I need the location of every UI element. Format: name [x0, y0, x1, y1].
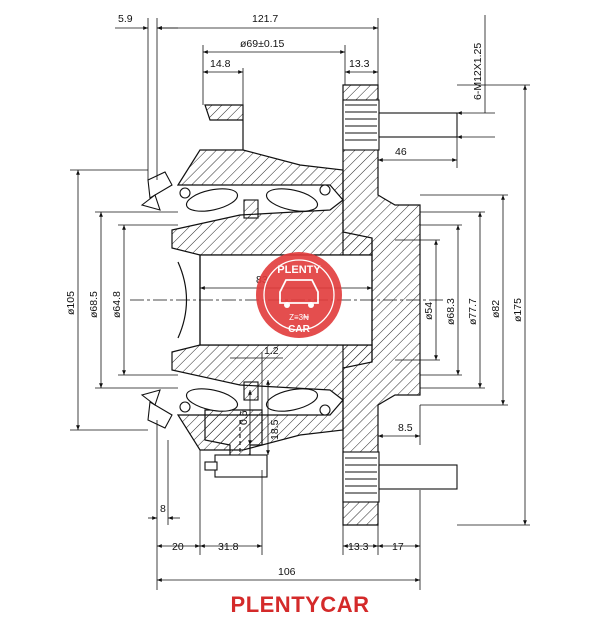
stamp-bottom-text: CAR [288, 324, 310, 335]
dim-0-5: 0.5 [238, 410, 250, 425]
dim-31-8: 31.8 [218, 541, 239, 553]
stamp-center-text: Z≡3₦ [289, 313, 309, 322]
dimension-lines [70, 15, 530, 590]
dim-82: ø82 [490, 300, 502, 318]
dim-175: ø175 [512, 298, 524, 322]
dim-46: 46 [395, 146, 407, 158]
dim-8: 8 [160, 503, 166, 515]
dim-thread: 6-M12X1.25 [472, 43, 484, 100]
dim-121-7: 121.7 [252, 13, 278, 25]
dim-18-5: 18.5 [269, 419, 281, 440]
dim-14-8: 14.8 [210, 58, 231, 70]
stamp-outer [256, 252, 342, 338]
dim-13-3-top: 13.3 [349, 58, 370, 70]
dimension-labels: 5.9 121.7 ø69±0.15 14.8 13.3 6-M12X1.25 … [65, 13, 524, 578]
dim-77-7: ø77.7 [467, 298, 479, 325]
dim-54: ø54 [423, 302, 435, 320]
dim-106: 106 [278, 566, 296, 578]
dim-8-5: 8.5 [398, 422, 413, 434]
brand-label: PLENTYCAR [230, 592, 370, 617]
dim-69: ø69±0.15 [240, 38, 284, 50]
hub-bearing-drawing: 5.9 121.7 ø69±0.15 14.8 13.3 6-M12X1.25 … [65, 13, 530, 590]
dim-1-2: 1.2 [264, 345, 279, 357]
dim-20: 20 [172, 541, 184, 553]
seals [140, 171, 173, 429]
stamp-top-text: PLENTY [277, 264, 321, 276]
dim-64-8: ø64.8 [111, 291, 123, 318]
hub-upper-body [171, 198, 373, 256]
bearing-rollers [179, 184, 331, 416]
dim-68-5: ø68.5 [88, 291, 100, 318]
plentycar-stamp: PLENTY Z≡3₦ CAR [256, 252, 342, 338]
wheel-studs [342, 99, 458, 503]
dim-68-3: ø68.3 [445, 298, 457, 325]
dim-5-9: 5.9 [118, 13, 133, 25]
dim-17: 17 [392, 541, 404, 553]
outer-ring-upper [176, 104, 344, 202]
car-icon [279, 279, 319, 304]
dim-13-3-bottom: 13.3 [348, 541, 369, 553]
abs-sensor [204, 420, 268, 478]
dim-105: ø105 [65, 291, 77, 315]
